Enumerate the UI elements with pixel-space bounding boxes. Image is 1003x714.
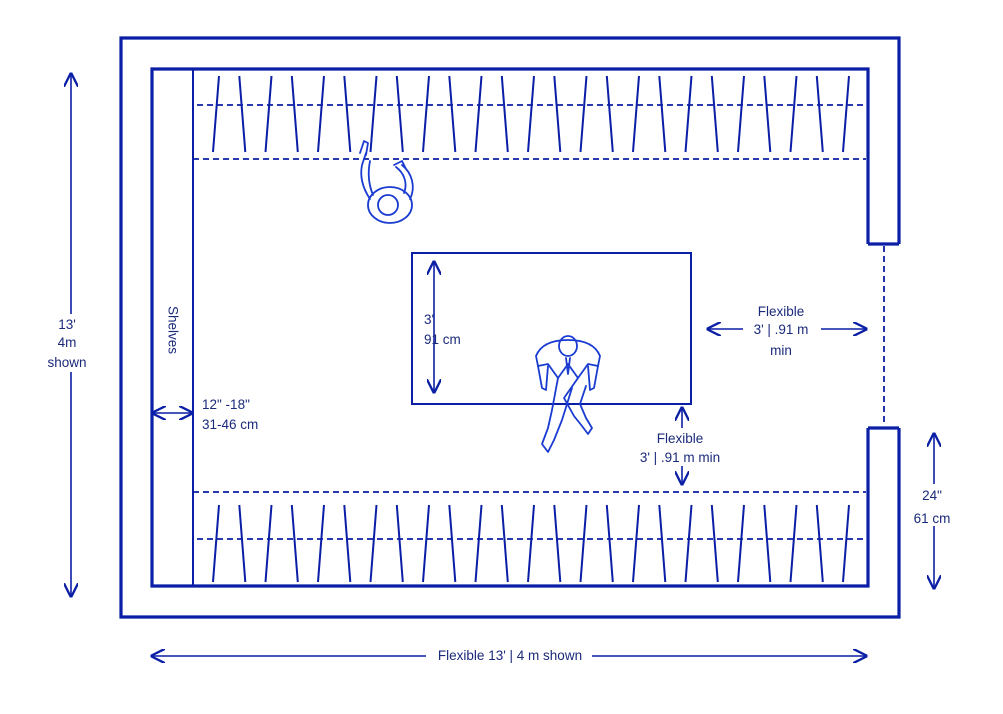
- hanger: [710, 504, 719, 583]
- island: [411, 252, 692, 405]
- hanger: [579, 75, 588, 153]
- height-label-bg: [40, 314, 102, 372]
- hanger: [422, 504, 430, 583]
- hanger: [737, 504, 745, 583]
- hanger: [684, 75, 693, 153]
- bottom-hangers: [212, 504, 850, 583]
- hanger: [815, 504, 824, 583]
- hanger: [395, 504, 404, 583]
- hanger: [815, 75, 824, 153]
- hanger: [553, 504, 562, 583]
- hanger: [369, 75, 378, 153]
- bottom-clearance-title: Flexible: [657, 431, 704, 446]
- door-width-cm-label: 61 cm: [914, 511, 951, 526]
- hanger: [632, 75, 640, 153]
- hanger: [264, 504, 273, 583]
- hanger: [527, 75, 535, 153]
- island-depth-ft-label: 3': [424, 312, 434, 327]
- right-clearance-value: 3' | .91 m: [754, 322, 809, 337]
- height-shown-label: shown: [47, 355, 86, 370]
- top-hanging-rod: [193, 75, 866, 160]
- hanger: [684, 504, 693, 583]
- shelves-label: Shelves: [165, 306, 180, 354]
- shelf-depth-cm-label: 31-46 cm: [202, 417, 258, 432]
- hanger: [632, 504, 640, 583]
- shelves-unit: [151, 68, 194, 587]
- hanger: [527, 504, 535, 583]
- outer-wall: [119, 36, 901, 619]
- hanger: [605, 504, 614, 583]
- hanger: [658, 75, 667, 153]
- hanger: [710, 75, 719, 153]
- hanger: [212, 504, 220, 583]
- width-label: Flexible 13' | 4 m shown: [438, 648, 582, 663]
- hanger: [763, 75, 772, 153]
- hanger: [317, 75, 325, 153]
- hanger: [605, 75, 614, 153]
- hanger: [395, 75, 404, 153]
- right-clearance-label-bg: [743, 320, 821, 337]
- width-label-bg: [426, 646, 592, 666]
- hanger: [789, 504, 798, 583]
- hanger: [474, 75, 483, 153]
- hanger: [789, 75, 798, 153]
- hanger: [290, 504, 299, 583]
- hanger: [763, 504, 772, 583]
- hanger: [343, 504, 352, 583]
- hanger: [290, 75, 299, 153]
- person-top-view-pointing: [359, 140, 414, 224]
- hanger: [238, 75, 247, 153]
- hanger: [842, 75, 850, 153]
- door-width-in-label: 24": [922, 488, 942, 503]
- hanger: [500, 504, 509, 583]
- hanger: [369, 504, 378, 583]
- hanger: [448, 504, 457, 583]
- hanger: [500, 75, 509, 153]
- door-width-label-bg: [912, 484, 958, 526]
- hanger: [238, 504, 247, 583]
- bottom-hanging-rod: [193, 491, 866, 583]
- shelf-depth-in-label: 12" -18": [202, 397, 250, 412]
- hanger: [317, 504, 325, 583]
- hanger: [448, 75, 457, 153]
- hanger: [343, 75, 352, 153]
- top-hangers: [212, 75, 850, 153]
- hanger: [579, 504, 588, 583]
- hanger: [422, 75, 430, 153]
- hanger: [474, 504, 483, 583]
- hanger: [737, 75, 745, 153]
- hanger: [842, 504, 850, 583]
- island-depth-cm-label: 91 cm: [424, 332, 461, 347]
- person-top-view-at-island: [535, 335, 601, 453]
- hanger: [553, 75, 562, 153]
- height-ft-label: 13': [58, 317, 76, 332]
- hanger: [658, 504, 667, 583]
- hanger: [264, 75, 273, 153]
- hanger: [212, 75, 220, 153]
- right-clearance-min: min: [770, 343, 792, 358]
- height-m-label: 4m: [58, 335, 77, 350]
- right-clearance-title: Flexible: [758, 304, 805, 319]
- bottom-clearance-value: 3' | .91 m min: [640, 450, 720, 465]
